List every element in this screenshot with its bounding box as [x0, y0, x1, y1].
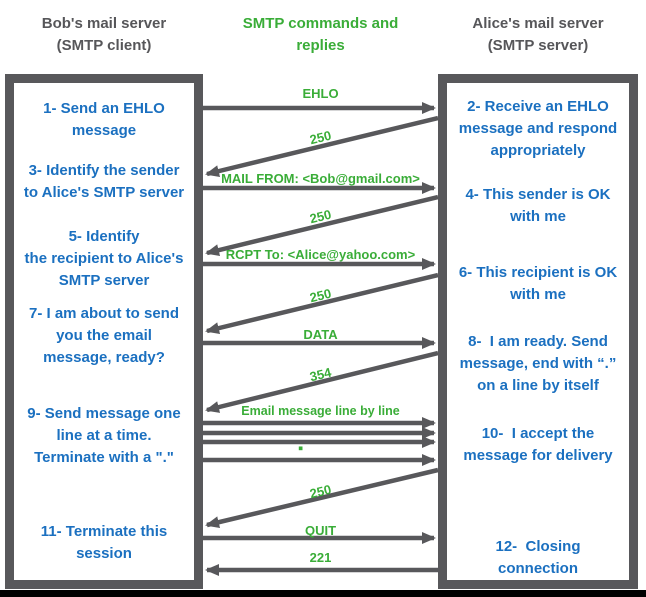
client-column-header: Bob's mail server (SMTP client) [41, 15, 167, 54]
server-box: 2- Receive an EHLO message and respond a… [438, 74, 638, 589]
client-step-11: 11- Terminate this session [40, 523, 168, 562]
client-box: 1- Send an EHLO message 3- Identify the … [5, 74, 203, 589]
server-column-header: Alice's mail server (SMTP server) [472, 15, 604, 54]
commands-column-header: SMTP commands and replies [242, 15, 399, 54]
arrow-reply-250-1 [205, 115, 438, 178]
arrow-reply-250-2 [205, 194, 438, 257]
label-rcpt-to: RCPT To: <Alice@yahoo.com> [225, 247, 416, 262]
client-step-1: 1- Send an EHLO message [43, 100, 165, 139]
server-step-4: 4- This sender is OK with me [465, 186, 611, 225]
label-mail-from: MAIL FROM: <Bob@gmail.com> [221, 171, 420, 186]
message-lane: EHLO 250 MAIL FROM: <Bob@gmail.com> 250 … [203, 0, 438, 597]
server-step-10: 10- I accept the message for delivery [463, 425, 613, 464]
server-step-12: 12- Closing connection [495, 538, 581, 577]
server-step-2: 2- Receive an EHLO message and respond a… [458, 98, 618, 159]
label-data: DATA [303, 327, 338, 342]
server-step-6: 6- This recipient is OK with me [458, 264, 618, 303]
arrow-reply-250-3 [205, 272, 438, 335]
client-step-5: 5- Identify the recipient to Alice's SMT… [24, 228, 184, 289]
dot-terminator-icon: ▪ [298, 440, 304, 457]
bottom-border-bar [0, 590, 646, 597]
label-reply-221: 221 [309, 550, 332, 565]
label-quit: QUIT [304, 523, 337, 538]
label-ehlo: EHLO [302, 86, 339, 101]
sequence-arrows [203, 102, 438, 576]
arrow-reply-250-4 [205, 467, 438, 529]
client-step-3: 3- Identify the sender to Alice's SMTP s… [23, 162, 185, 201]
server-step-8: 8- I am ready. Send message, end with “.… [459, 333, 617, 394]
label-email-lines: Email message line by line [241, 404, 400, 418]
arrow-reply-354 [205, 350, 438, 413]
client-step-9: 9- Send message one line at a time. Term… [27, 405, 181, 466]
client-step-7: 7- I am about to send you the email mess… [28, 305, 179, 366]
